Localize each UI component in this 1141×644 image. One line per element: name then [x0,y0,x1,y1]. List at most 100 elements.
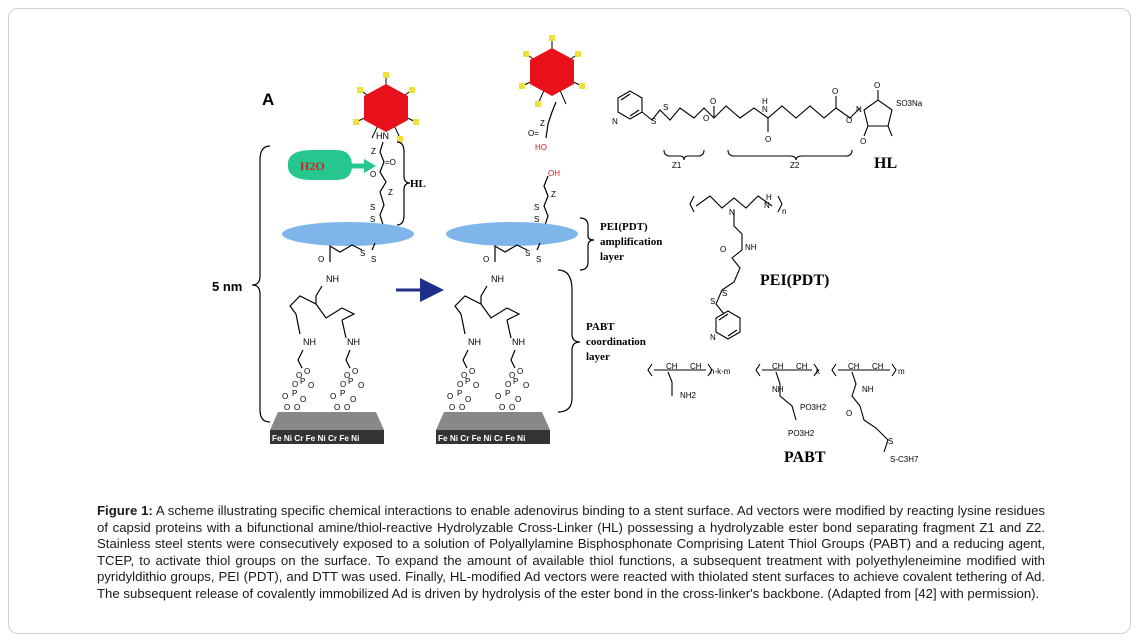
svg-text:PEI(PDT): PEI(PDT) [600,221,648,233]
svg-text:O: O [509,403,515,412]
figure-frame [8,8,1131,634]
svg-text:layer: layer [586,351,610,363]
svg-text:S: S [663,103,668,112]
svg-text:NH: NH [491,274,504,284]
svg-text:PO3H2: PO3H2 [800,403,827,412]
svg-text:O: O [457,380,463,389]
svg-text:amplification: amplification [600,236,662,248]
reaction-scheme: A HN Z =O O Z S S [212,35,923,466]
svg-text:P: P [465,377,470,386]
svg-text:PABT: PABT [586,321,615,333]
svg-text:O: O [860,137,866,146]
svg-text:O: O [483,255,489,264]
pabt-layer-label: PABT coordination layer [586,321,646,363]
svg-text:S: S [534,215,539,224]
svg-text:O: O [370,170,376,179]
svg-text:O: O [284,403,290,412]
svg-text:S: S [370,215,375,224]
svg-text:HN: HN [376,131,389,141]
svg-text:O: O [340,380,346,389]
svg-text:O: O [330,392,336,401]
svg-text:CH: CH [848,362,860,371]
svg-text:O: O [703,114,709,123]
svg-text:CH: CH [666,362,678,371]
hl-title: HL [874,155,897,172]
svg-text:NH: NH [347,337,360,347]
svg-text:O: O [469,367,475,376]
svg-text:O: O [874,81,880,90]
svg-text:P: P [513,377,518,386]
svg-text:SO3Na: SO3Na [896,99,923,108]
svg-text:S: S [360,249,365,258]
svg-text:PO3H2: PO3H2 [788,429,815,438]
pei-structure [689,195,783,340]
svg-text:NH: NH [772,385,784,394]
svg-text:O: O [308,381,314,390]
svg-text:NH: NH [862,385,874,394]
water-label: H2O [300,159,325,173]
svg-text:P: P [505,389,510,398]
svg-text:S: S [710,297,715,306]
svg-text:O: O [304,367,310,376]
pei-title: PEI(PDT) [760,272,829,289]
svg-text:O: O [509,371,515,380]
svg-text:NH: NH [303,337,316,347]
svg-text:N: N [856,105,862,114]
svg-text:O: O [499,403,505,412]
svg-text:NH: NH [326,274,339,284]
substrate-label-right: Fe Ni Cr Fe Ni Cr Fe Ni [438,434,525,443]
svg-text:NH2: NH2 [680,391,697,400]
svg-text:O: O [720,245,726,254]
svg-text:Z1: Z1 [672,161,682,170]
svg-text:NH: NH [468,337,481,347]
hl-structure [617,90,893,161]
svg-text:O: O [282,392,288,401]
caption-text: A scheme illustrating specific chemical … [97,503,1045,601]
caption-label: Figure 1: [97,503,153,518]
svg-text:coordination: coordination [586,336,646,348]
adenovirus-right [519,35,585,107]
svg-text:NH: NH [745,243,757,252]
svg-text:O: O [292,380,298,389]
svg-text:OH: OH [548,169,560,178]
svg-text:S: S [722,289,727,298]
panel-label: A [262,90,274,109]
svg-text:P: P [340,389,345,398]
svg-text:CH: CH [796,362,808,371]
hl-bracket-label: HL [410,178,426,190]
svg-text:S: S [888,437,893,446]
figure-caption: Figure 1: A scheme illustrating specific… [97,503,1045,603]
svg-text:O: O [449,403,455,412]
svg-text:NH: NH [512,337,525,347]
svg-text:O: O [832,87,838,96]
svg-text:O: O [334,403,340,412]
svg-text:O: O [517,367,523,376]
svg-text:O: O [495,392,501,401]
svg-text:S: S [371,255,376,264]
adenovirus-left [353,72,419,142]
svg-text:m: m [898,367,905,376]
svg-text:n: n [782,207,786,216]
svg-text:O: O [505,380,511,389]
svg-text:O: O [710,97,716,106]
svg-text:O: O [461,371,467,380]
svg-text:O: O [515,395,521,404]
substrate-right: Fe Ni Cr Fe Ni Cr Fe Ni [436,412,550,444]
svg-text:H: H [766,193,772,202]
svg-text:=O: =O [385,158,396,167]
svg-text:CH: CH [690,362,702,371]
svg-text:O: O [473,381,479,390]
svg-text:O: O [344,371,350,380]
svg-text:N: N [762,105,768,114]
svg-text:CH: CH [872,362,884,371]
svg-text:CH: CH [772,362,784,371]
svg-text:Z: Z [371,147,376,156]
svg-text:Z: Z [551,190,556,199]
pabt-structure [647,363,897,453]
pabt-title: PABT [784,449,826,466]
svg-text:O=: O= [528,129,539,138]
svg-text:S-C3H7: S-C3H7 [890,455,919,464]
svg-text:S: S [651,117,656,126]
